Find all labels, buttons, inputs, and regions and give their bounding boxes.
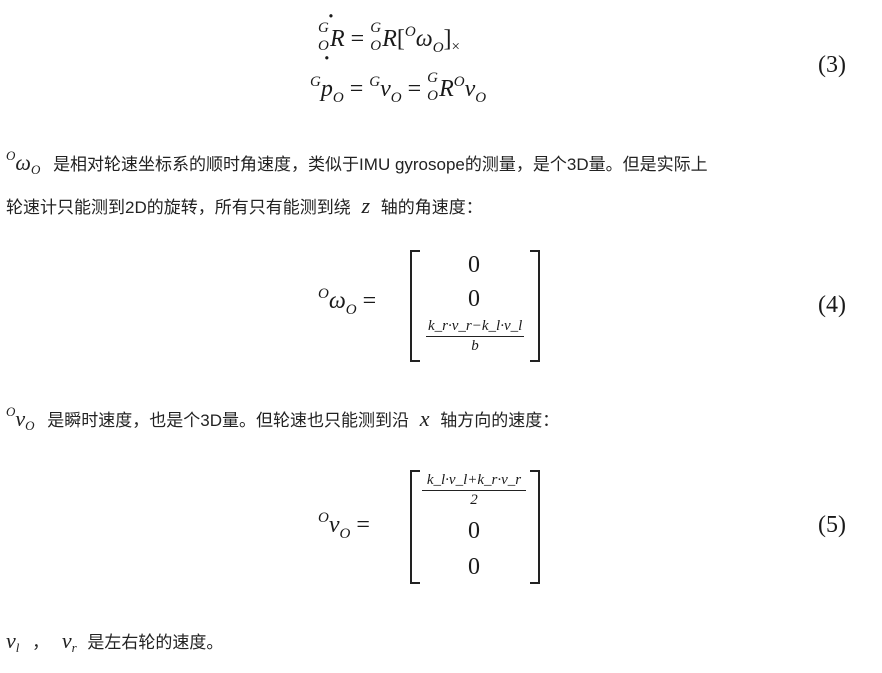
equation-number-3: (3)	[818, 52, 846, 78]
matrix-fraction: k_l·v_l+k_r·v_r 2	[422, 472, 526, 509]
matrix-left-bracket	[410, 470, 420, 584]
omega-symbol: OωO	[6, 148, 41, 177]
paragraph-2: OvO 是瞬时速度，也是个3D量。但轮速也只能测到沿 x 轴方向的速度：	[6, 404, 560, 433]
matrix-cell: 0	[468, 286, 480, 312]
equation-4: OωO = 0 0 k_r·v_r−k_l·v_l b	[318, 248, 558, 363]
equation-number-4: (4)	[818, 292, 846, 318]
paragraph-1-line-1: OωO 是相对轮速坐标系的顺时角速度，类似于IMU gyrosope的测量，是个…	[6, 148, 708, 177]
equation-number-5: (5)	[818, 512, 846, 538]
left-wheel-velocity: vl	[6, 628, 20, 655]
velocity-symbol: OvO	[6, 404, 35, 433]
matrix-right-bracket	[530, 470, 540, 584]
matrix-left-bracket	[410, 250, 420, 362]
matrix-cell: 0	[468, 518, 480, 544]
matrix-right-bracket	[530, 250, 540, 362]
equation-5: OvO = k_l·v_l+k_r·v_r 2 0 0	[318, 468, 558, 586]
paragraph-3: vl ， vr 是左右轮的速度。	[6, 628, 224, 655]
matrix-cell: 0	[468, 252, 480, 278]
matrix-fraction: k_r·v_r−k_l·v_l b	[426, 318, 524, 354]
paragraph-1-line-2: 轮速计只能测到2D的旋转，所有只有能测到绕 z 轴的角速度：	[6, 193, 483, 218]
right-wheel-velocity: vr	[61, 628, 77, 655]
matrix-cell: 0	[468, 554, 480, 580]
